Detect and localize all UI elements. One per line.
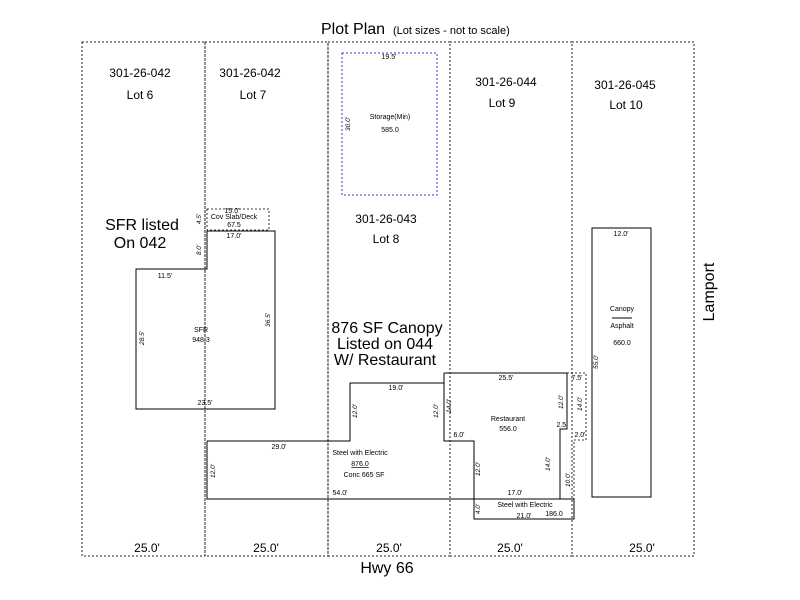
sfr-dim-right: 36.5' — [265, 312, 272, 327]
storage-dim-top: 19.5' — [382, 54, 397, 61]
plan-title: Plot Plan — [321, 21, 385, 38]
canopy-dim-top: 12.0' — [614, 231, 629, 238]
note-canopy-line1: 876 SF Canopy — [331, 320, 442, 337]
sfr-building — [135, 230, 276, 410]
canopy-area: 660.0 — [613, 340, 631, 347]
lot-8-name: Lot 8 — [373, 232, 400, 246]
restaurant-dim-notch: 6.0' — [453, 432, 464, 439]
restaurant-dim-bottom: 17.0' — [508, 490, 523, 497]
storage-building — [341, 52, 438, 196]
lot-8-frontage: 25.0' — [376, 541, 402, 555]
steel-main-dim-step-v: 12.0' — [352, 403, 359, 418]
note-sfr-line1: SFR listed — [105, 217, 179, 234]
steel-small-label: Steel with Electric — [497, 502, 553, 509]
sfr-dim-bottom: 23.5' — [198, 400, 213, 407]
steel-main-conc: Conc 665 SF — [344, 472, 385, 479]
steel-main-area: 876.0 — [351, 461, 369, 468]
lot-6-boundary — [81, 41, 206, 557]
lot-10-boundary — [571, 41, 695, 557]
lot-6-parcel: 301-26-042 — [109, 66, 171, 80]
sfr-dim-top: 17.0' — [227, 233, 242, 240]
lot-7-boundary — [204, 41, 329, 557]
lot-6-name: Lot 6 — [127, 88, 154, 102]
sfr-label: SFR — [194, 327, 208, 334]
plan-subtitle: (Lot sizes - not to scale) — [393, 25, 510, 37]
steel-main-dim-step-top: 19.0' — [389, 385, 404, 392]
cov-slab-label: Cov Slab/Deck — [211, 214, 258, 221]
cov-slab-area: 67.5 — [227, 222, 241, 229]
steel-small-area: 186.0 — [545, 511, 563, 518]
restaurant-label: Restaurant — [491, 416, 525, 423]
storage-label: Storage(Min) — [370, 114, 410, 121]
note-sfr-line2: On 042 — [114, 235, 167, 252]
steel-small-dim-w: 21.0' — [517, 513, 532, 520]
road-hwy-66: Hwy 66 — [360, 560, 413, 577]
restaurant-dim-right: 12.0' — [558, 394, 565, 409]
cov-slab-dim-top: 15.0' — [225, 208, 240, 215]
lot-10-name: Lot 10 — [609, 98, 643, 112]
restaurant-dim-v: 12.0' — [475, 461, 482, 476]
restaurant-area: 556.0 — [499, 426, 517, 433]
cov-slab-deck — [206, 208, 270, 231]
note-canopy-line3: W/ Restaurant — [334, 352, 437, 369]
lot-9-name: Lot 9 — [489, 96, 516, 110]
canopy-dim-side: 55.0' — [593, 354, 600, 369]
steel-main-dim-bottom: 54.0' — [333, 490, 348, 497]
lot-9-boundary — [449, 41, 573, 557]
storage-dim-side: 30.0' — [345, 116, 352, 131]
lot-10-frontage: 25.0' — [629, 541, 655, 555]
restaurant-dim-top: 25.5' — [499, 375, 514, 382]
lot-9-parcel: 301-26-044 — [475, 75, 537, 89]
lot-7-frontage: 25.0' — [253, 541, 279, 555]
steel-small-dim-h: 4.0' — [475, 503, 482, 514]
sfr-dim-notch-h: 11.5' — [158, 273, 172, 280]
steel-main-dim-v2: 12.0' — [433, 403, 440, 418]
steel-main-dim-top: 29.0' — [272, 444, 287, 451]
steel-main-dim-left: 12.0' — [210, 463, 217, 478]
lot-7-name: Lot 7 — [240, 88, 267, 102]
side-strip — [560, 372, 587, 500]
side-strip-dim-top: 7.5' — [571, 375, 582, 382]
side-strip-dim-w: 2.0' — [574, 432, 585, 439]
lot-8-boundary — [327, 41, 451, 557]
steel-canopy-small — [473, 498, 575, 520]
storage-area: 585.0 — [381, 127, 399, 134]
restaurant-dim-step: 2.5' — [556, 422, 567, 429]
lot-7-parcel: 301-26-042 — [219, 66, 281, 80]
restaurant-dim-right2: 14.0' — [545, 456, 552, 471]
lot-8-parcel: 301-26-043 — [355, 212, 417, 226]
steel-main-label: Steel with Electric — [332, 450, 388, 457]
restaurant-dim-left: 14.0' — [446, 398, 453, 413]
canopy-label: Canopy — [610, 306, 635, 313]
steel-canopy-main — [206, 382, 475, 500]
side-strip-dim-low: 10.0' — [565, 472, 572, 487]
canopy-material: Asphalt — [610, 323, 633, 330]
lot-9-frontage: 25.0' — [497, 541, 523, 555]
lot-10-parcel: 301-26-045 — [594, 78, 656, 92]
sfr-dim-left: 28.5' — [139, 330, 146, 346]
sfr-dim-notch-v: 8.0' — [196, 244, 203, 255]
lot-6-frontage: 25.0' — [134, 541, 160, 555]
canopy-asphalt — [591, 227, 652, 498]
side-strip-dim-v: 14.0' — [577, 396, 584, 411]
sfr-area: 948.3 — [192, 337, 210, 344]
road-lamport: Lamport — [701, 262, 718, 321]
cov-slab-dim-side: 4.5' — [196, 213, 203, 224]
note-canopy-line2: Listed on 044 — [337, 336, 433, 353]
